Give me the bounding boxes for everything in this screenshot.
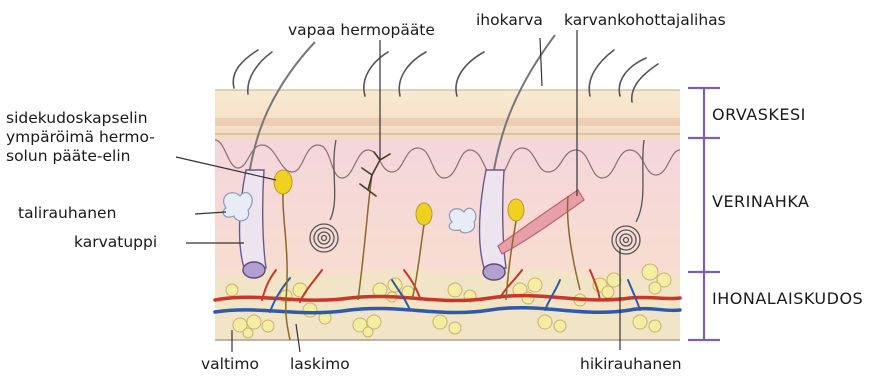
dermis-layer [215, 138, 680, 277]
label-capsule-line-1: sidekudoskapselin [6, 109, 148, 128]
label-arrector-pili: karvankohottajalihas [564, 11, 726, 30]
label-hair-follicle: karvatuppi [74, 233, 157, 252]
layer-label-dermis: VERINAHKA [712, 192, 810, 211]
label-sweat-gland: hikirauhanen [580, 355, 682, 374]
layer-label-epidermis: ORVASKESI [712, 105, 806, 124]
label-capsule-line-3: solun pääte-elin [6, 147, 130, 166]
label-hair: ihokarva [476, 11, 543, 30]
sebaceous-gland-left [223, 193, 252, 221]
label-capsule-line-2: ympäröimä hermo- [6, 128, 155, 147]
label-sebaceous-gland: talirauhanen [18, 204, 116, 223]
label-free-nerve-ending: vapaa hermopääte [288, 21, 435, 40]
epidermis-layer [215, 90, 680, 140]
label-artery: valtimo [201, 355, 259, 374]
label-vein: laskimo [290, 355, 350, 374]
sebaceous-gland-right [449, 208, 476, 233]
layer-label-subcutis: IHONALAISKUDOS [712, 289, 863, 308]
